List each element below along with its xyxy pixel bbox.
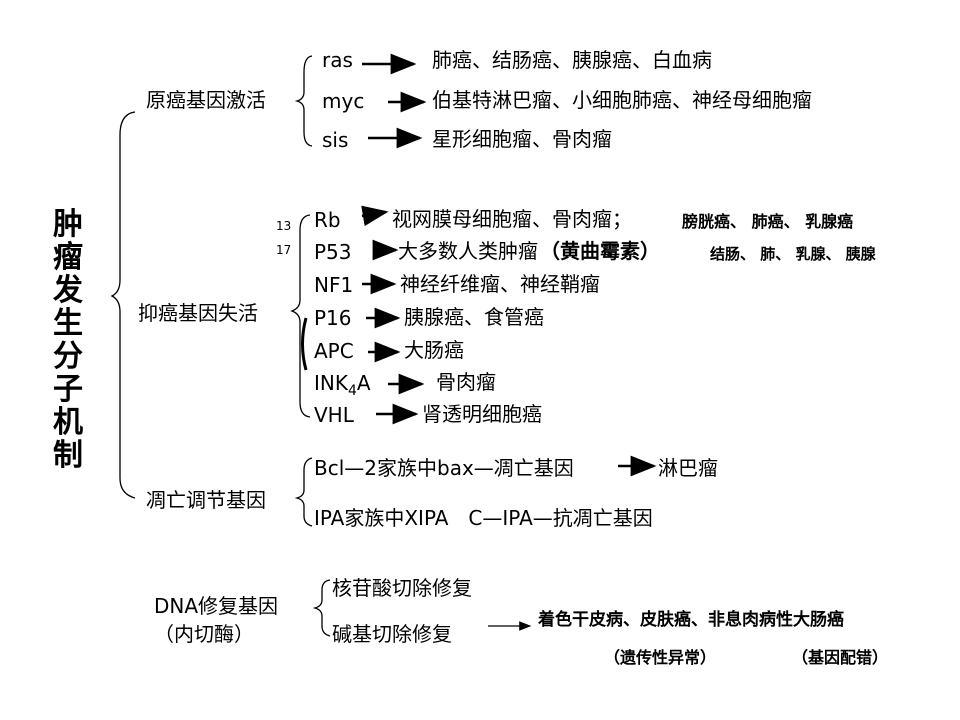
gene-ink4a-tail: A (356, 371, 371, 395)
apoptosis-brace (294, 457, 313, 527)
ras-diseases: 肺癌、结肠癌、胰腺癌、白血病 (432, 48, 712, 72)
gene-sis: sis (322, 128, 349, 152)
chromosome-17: 17 (276, 243, 292, 257)
p53-diseases: 大多数人类肿瘤 (398, 239, 538, 263)
gene-vhl: VHL (314, 403, 354, 427)
main-title: 肿瘤发生分子机制 (53, 207, 83, 473)
gene-apc: APC (314, 339, 354, 363)
main-brace (110, 111, 136, 499)
gene-myc: myc (322, 89, 365, 113)
myc-diseases: 伯基特淋巴瘤、小细胞肺癌、神经母细胞瘤 (432, 88, 812, 112)
oncogene-brace (294, 55, 313, 147)
oncogene-label: 原癌基因激活 (146, 88, 266, 112)
gene-p16: P16 (314, 306, 352, 330)
ink4a-diseases: 骨肉瘤 (436, 370, 496, 394)
dna-repair-brace (312, 579, 331, 637)
repair-base: 碱基切除修复 (332, 622, 452, 646)
gene-nf1: NF1 (314, 273, 354, 297)
gene-ink4a: INK4A (314, 371, 371, 403)
accent-stroke (301, 317, 308, 371)
p53-extra-diseases: 结肠、 肺、 乳腺、 胰腺 (710, 245, 876, 263)
rb-diseases: 视网膜母细胞瘤、骨肉瘤； (392, 207, 632, 231)
sis-diseases: 星形细胞瘤、骨肉瘤 (432, 127, 612, 151)
apc-diseases: 大肠癌 (404, 338, 464, 362)
arrow-rb (361, 205, 389, 227)
bcl2-text: Bcl—2家族中bax—凋亡基因 (314, 456, 574, 480)
chromosome-13: 13 (276, 219, 292, 233)
gene-ink4a-sub: 4 (347, 383, 357, 399)
gene-rb: Rb (314, 208, 341, 232)
vhl-diseases: 肾透明细胞癌 (422, 402, 542, 426)
nf1-diseases: 神经纤维瘤、神经鞘瘤 (400, 272, 600, 296)
gene-ras: ras (322, 48, 353, 72)
suppressor-brace (290, 214, 311, 418)
p16-diseases: 胰腺癌、食管癌 (404, 305, 544, 329)
p53-note: （黄曲霉素） (540, 239, 660, 263)
gene-ink4a-main: INK (314, 371, 348, 395)
bcl2-result: 淋巴瘤 (658, 456, 718, 480)
ipa-text: IPA家族中XIPA C—IPA—抗凋亡基因 (314, 506, 653, 530)
dna-repair-label: DNA修复基因 (154, 594, 279, 618)
repair-nucleotide: 核苷酸切除修复 (332, 576, 472, 600)
apoptosis-label: 凋亡调节基因 (146, 488, 266, 512)
note-mismatch: （基因配错） (792, 648, 889, 667)
gene-p53: P53 (314, 240, 352, 264)
suppressor-label: 抑癌基因失活 (138, 301, 258, 325)
note-hereditary: （遗传性异常） (604, 648, 717, 667)
dna-repair-sublabel: （内切酶） (154, 622, 254, 646)
repair-result: 着色干皮病、皮肤癌、非息肉病性大肠癌 (538, 610, 844, 630)
rb-extra-diseases: 膀胱癌、 肺癌、 乳腺癌 (682, 212, 854, 231)
